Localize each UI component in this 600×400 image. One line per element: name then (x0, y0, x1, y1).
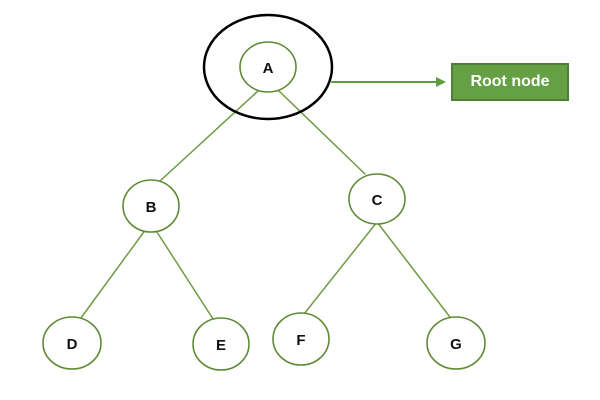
node-f-circle (272, 312, 330, 366)
node-a-label: A (263, 60, 274, 77)
node-g: G (426, 316, 486, 370)
node-a-circle (239, 41, 297, 93)
root-callout: Root node (331, 63, 569, 101)
tree-nodes: A B C D E F G (42, 41, 486, 371)
edge-c-g (376, 221, 454, 322)
edge-b-d (77, 228, 147, 323)
node-c: C (348, 173, 406, 225)
root-node-callout-label: Root node (470, 73, 549, 90)
node-e-circle (192, 317, 250, 371)
node-d-circle (42, 316, 102, 370)
node-c-label: C (372, 192, 383, 209)
edge-a-b (159, 90, 259, 182)
edge-b-e (154, 228, 216, 323)
node-g-circle (426, 316, 486, 370)
node-c-circle (348, 173, 406, 225)
node-a: A (239, 41, 297, 93)
node-e-label: E (216, 337, 226, 354)
tree-edges (77, 90, 454, 323)
callout-arrowhead-icon (436, 77, 446, 87)
node-d-label: D (67, 336, 78, 353)
edge-c-f (303, 221, 378, 315)
node-g-label: G (450, 336, 462, 353)
edge-a-c (278, 90, 366, 175)
node-d: D (42, 316, 102, 370)
node-b-label: B (146, 199, 157, 216)
node-f-label: F (296, 332, 305, 349)
node-b-circle (122, 179, 180, 233)
node-b: B (122, 179, 180, 233)
node-f: F (272, 312, 330, 366)
node-e: E (192, 317, 250, 371)
root-node-callout-box (451, 63, 569, 101)
root-highlight-ring (202, 13, 334, 121)
